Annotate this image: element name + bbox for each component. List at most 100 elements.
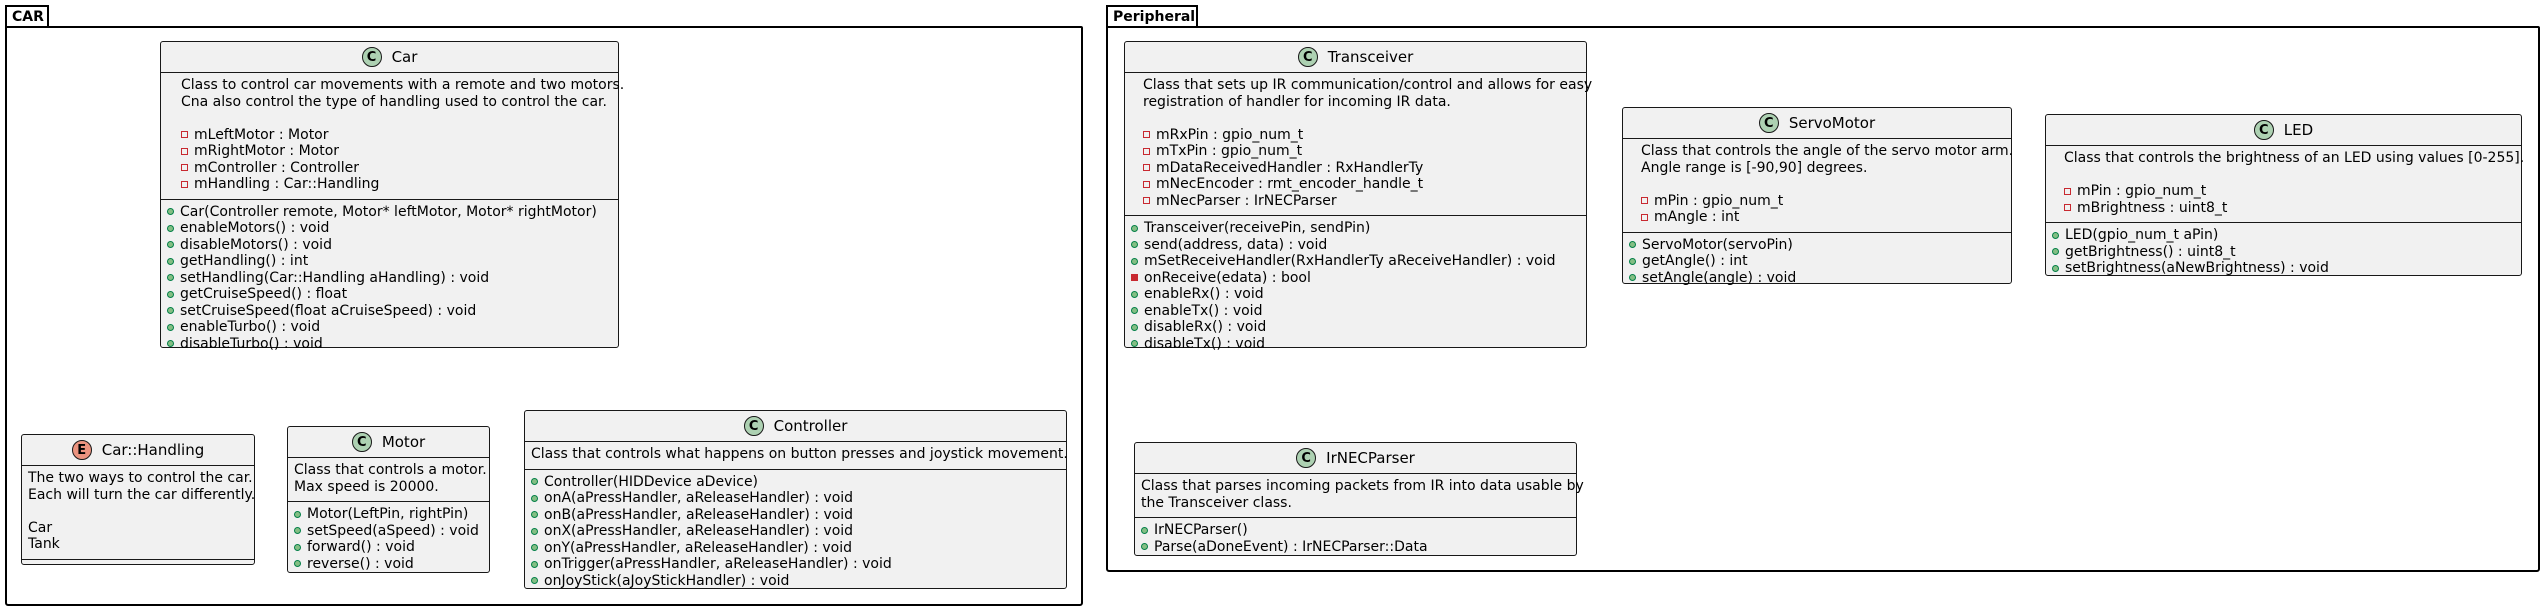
enum-empty-section — [22, 558, 254, 563]
method: disableMotors() : void — [167, 237, 612, 254]
method-text: LED(gpio_num_t aPin) — [2065, 227, 2219, 243]
note-line: Max speed is 20000. — [294, 478, 439, 495]
method-text: Motor(LeftPin, rightPin) — [307, 506, 469, 522]
method: getAngle() : int — [1629, 253, 2005, 270]
method-text: setCruiseSpeed(float aCruiseSpeed) : voi… — [180, 302, 477, 319]
class-name: Motor — [381, 433, 426, 451]
class-header: C Car — [161, 42, 618, 72]
method-text: reverse() : void — [307, 555, 414, 572]
class-notes: Class that parses incoming packets from … — [1135, 473, 1584, 517]
note-line: Cna also control the type of handling us… — [181, 93, 607, 110]
class-car[interactable]: C Car Class to control car movements wit… — [160, 41, 625, 352]
private-marker-icon — [2064, 204, 2071, 212]
method-text: send(address, data) : void — [1144, 236, 1328, 253]
method-text: getHandling() : int — [180, 253, 309, 269]
public-marker-icon — [1629, 241, 1636, 249]
class-badge-icon: C — [743, 416, 764, 436]
public-marker-icon — [294, 560, 301, 568]
class-header: C ServoMotor — [1623, 108, 2011, 138]
class-header: E Car::Handling — [22, 435, 254, 465]
public-marker-icon — [531, 511, 538, 519]
class-led[interactable]: C LED Class that controls the brightness… — [2045, 114, 2525, 276]
method-text: onTrigger(aPressHandler, aReleaseHandler… — [544, 556, 892, 572]
field-text: mBrightness : uint8_t — [2077, 199, 2228, 216]
class-methods: Controller(HIDDevice aDevice) onA(aPress… — [525, 468, 1066, 596]
private-marker-icon — [181, 131, 188, 139]
method-text: enableRx() : void — [1144, 286, 1264, 302]
class-irnecparser[interactable]: C IrNECParser Class that parses incoming… — [1134, 442, 1584, 556]
public-marker-icon — [167, 241, 174, 249]
note-line: registration of handler for incoming IR … — [1143, 93, 1451, 110]
method: onB(aPressHandler, aReleaseHandler) : vo… — [531, 507, 1060, 524]
class-methods: IrNECParser() Parse(aDoneEvent) : IrNECP… — [1135, 517, 1576, 561]
class-methods: Motor(LeftPin, rightPin) setSpeed(aSpeed… — [288, 501, 489, 578]
package-peripheral-tab: Peripheral — [1106, 5, 1198, 27]
note-line — [1143, 110, 1580, 127]
method: enableRx() : void — [1131, 286, 1580, 303]
method-text: disableRx() : void — [1144, 319, 1267, 335]
note-line — [1641, 176, 2005, 193]
field-text: mAngle : int — [1654, 209, 1740, 225]
method: disableTx() : void — [1131, 336, 1580, 353]
package-car-tab: CAR — [5, 5, 49, 27]
method: LED(gpio_num_t aPin) — [2052, 227, 2515, 244]
method-text: IrNECParser() — [1154, 522, 1248, 538]
public-marker-icon — [167, 257, 174, 265]
class-methods: LED(gpio_num_t aPin) getBrightness() : u… — [2046, 222, 2521, 283]
method: setHandling(Car::Handling aHandling) : v… — [167, 270, 612, 287]
public-marker-icon — [1131, 323, 1138, 331]
method-text: disableTurbo() : void — [180, 335, 323, 352]
class-notes: Class that controls the brightness of an… — [2046, 145, 2525, 222]
method: onJoyStick(aJoyStickHandler) : void — [531, 573, 1060, 590]
field: mTxPin : gpio_num_t — [1143, 143, 1580, 160]
method: getCruiseSpeed() : float — [167, 286, 612, 303]
class-notes: Class that controls a motor. Max speed i… — [288, 457, 489, 501]
public-marker-icon — [531, 544, 538, 552]
note-line: Class to control car movements with a re… — [181, 77, 625, 93]
class-motor[interactable]: C Motor Class that controls a motor. Max… — [287, 426, 490, 573]
class-badge-icon: C — [2253, 120, 2274, 140]
public-marker-icon — [531, 527, 538, 535]
class-controller[interactable]: C Controller Class that controls what ha… — [524, 410, 1068, 589]
method: Car(Controller remote, Motor* leftMotor,… — [167, 204, 612, 221]
class-transceiver[interactable]: C Transceiver Class that sets up IR comm… — [1124, 41, 1592, 352]
method-text: Transceiver(receivePin, sendPin) — [1144, 220, 1371, 236]
note-line: Class that parses incoming packets from … — [1141, 478, 1584, 494]
method-text: getBrightness() : uint8_t — [2065, 243, 2236, 260]
class-badge-icon: C — [351, 432, 372, 452]
public-marker-icon — [167, 224, 174, 232]
field-text: mHandling : Car::Handling — [194, 176, 380, 192]
field-text: mLeftMotor : Motor — [194, 126, 329, 143]
class-servomotor[interactable]: C ServoMotor Class that controls the ang… — [1622, 107, 2014, 286]
field-text: mPin : gpio_num_t — [1654, 192, 1784, 209]
field: mPin : gpio_num_t — [2064, 183, 2515, 200]
method-text: enableTurbo() : void — [180, 319, 321, 335]
method-text: onA(aPressHandler, aReleaseHandler) : vo… — [544, 490, 854, 506]
public-marker-icon — [167, 307, 174, 315]
note-line: Class that controls the brightness of an… — [2064, 150, 2525, 166]
public-marker-icon — [167, 274, 174, 282]
method: mSetReceiveHandler(RxHandlerTy aReceiveH… — [1131, 253, 1580, 270]
method-text: setHandling(Car::Handling aHandling) : v… — [180, 269, 490, 286]
public-marker-icon — [1141, 543, 1148, 551]
method: disableRx() : void — [1131, 319, 1580, 336]
method: Parse(aDoneEvent) : IrNECParser::Data — [1141, 539, 1570, 556]
field-text: mController : Controller — [194, 159, 359, 176]
private-marker-icon — [1143, 147, 1150, 155]
public-marker-icon — [1141, 526, 1148, 534]
class-methods: Transceiver(receivePin, sendPin) send(ad… — [1125, 215, 1586, 358]
public-marker-icon — [294, 543, 301, 551]
field: mNecEncoder : rmt_encoder_handle_t — [1143, 176, 1580, 193]
public-marker-icon — [1131, 307, 1138, 315]
public-marker-icon — [1131, 340, 1138, 348]
field: mRightMotor : Motor — [181, 143, 612, 160]
method-text: mSetReceiveHandler(RxHandlerTy aReceiveH… — [1144, 253, 1556, 269]
class-name: Car — [391, 48, 418, 66]
method-text: setBrightness(aNewBrightness) : void — [2065, 260, 2329, 276]
package-peripheral-title: Peripheral — [1113, 9, 1196, 25]
field-text: mTxPin : gpio_num_t — [1156, 143, 1303, 159]
private-marker-icon — [1143, 197, 1150, 205]
note-line: Class that controls the angle of the ser… — [1641, 143, 2014, 159]
enum-car-handling[interactable]: E Car::Handling The two ways to control … — [21, 434, 255, 565]
class-name: Controller — [773, 417, 848, 435]
